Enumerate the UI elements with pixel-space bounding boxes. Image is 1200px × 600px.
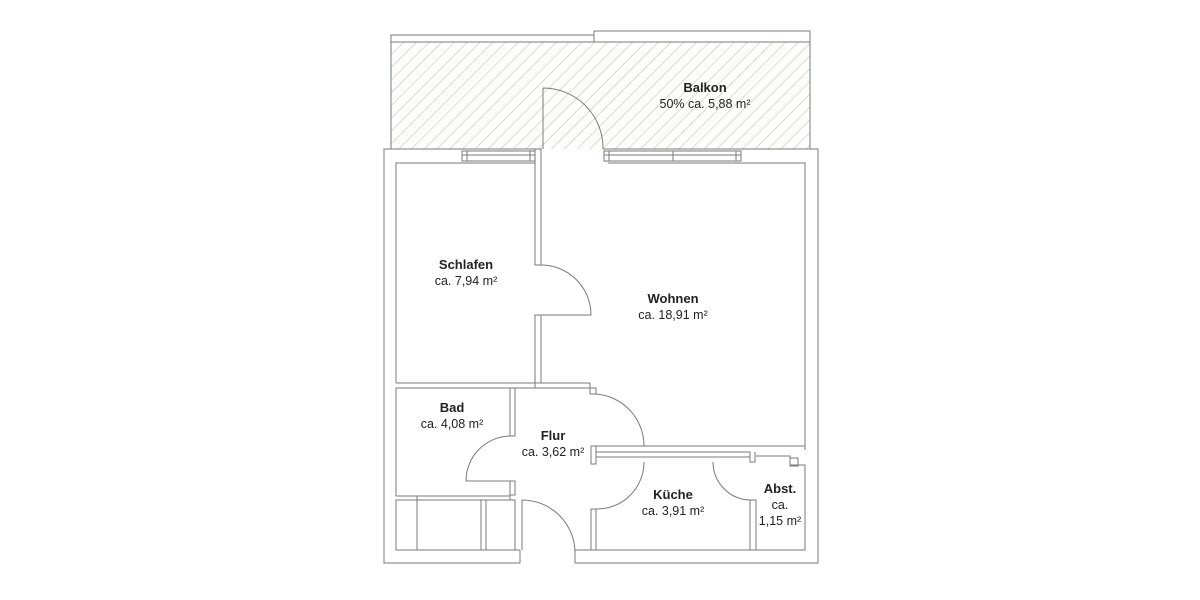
room-label-schlafen: Schlafen ca. 7,94 m² (435, 257, 498, 289)
door-bad (465, 435, 511, 482)
room-label-flur: Flur ca. 3,62 m² (522, 428, 585, 460)
door-abst (712, 461, 751, 501)
window-schlafen (461, 150, 536, 162)
room-area: ca. 18,91 m² (638, 308, 708, 322)
room-label-wohnen: Wohnen ca. 18,91 m² (638, 291, 707, 323)
room-area: ca. 3,62 m² (521, 445, 585, 459)
room-name: Küche (653, 487, 693, 502)
door-wohnen (595, 393, 645, 447)
room-label-balkon: Balkon 50% ca. 5,88 m² (659, 80, 750, 112)
doors (465, 87, 751, 554)
room-area: ca. 3,91 m² (641, 504, 705, 518)
room-area: ca. 7,94 m² (434, 274, 498, 288)
room-area-line2: 1,15 m² (758, 514, 802, 528)
room-name: Flur (540, 428, 566, 443)
room-label-bad: Bad ca. 4,08 m² (421, 400, 484, 432)
room-name: Abst. (763, 481, 797, 496)
door-kueche (595, 461, 645, 510)
room-label-kueche: Küche ca. 3,91 m² (642, 487, 705, 519)
room-label-abst: Abst. ca. 1,15 m² (759, 481, 801, 529)
room-area: 50% ca. 5,88 m² (659, 97, 751, 111)
door-schlafen (540, 264, 592, 316)
room-name: Bad (439, 400, 465, 415)
shaft (789, 457, 799, 467)
outer-walls (383, 148, 819, 564)
room-name: Wohnen (647, 291, 699, 306)
room-area: ca. 4,08 m² (420, 417, 484, 431)
interior-walls (395, 148, 805, 551)
door-entry (521, 499, 576, 554)
room-name: Schlafen (438, 257, 494, 272)
balcony-railing (390, 30, 811, 149)
door-balkon (542, 87, 604, 150)
room-name: Balkon (683, 80, 727, 95)
room-area-line1: ca. (771, 498, 789, 512)
